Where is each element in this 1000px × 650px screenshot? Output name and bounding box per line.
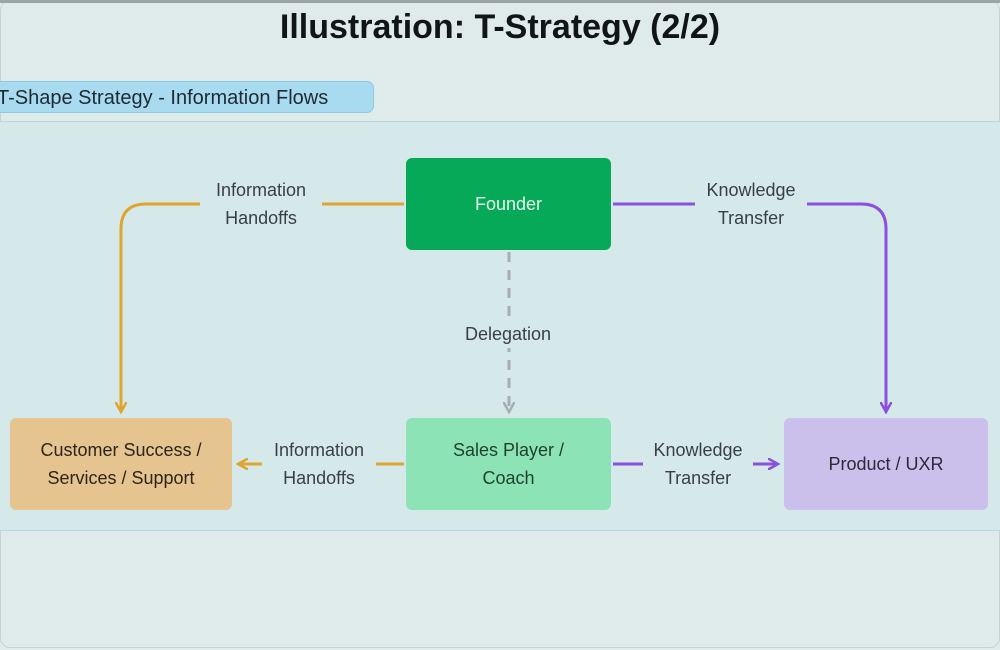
page-title: Illustration: T-Strategy (2/2) (279, 8, 721, 46)
node-founder-label: Founder (474, 194, 543, 214)
node-product-label: Product / UXR (828, 454, 944, 474)
node-customer-success[interactable]: Customer Success / Services / Support (10, 418, 232, 510)
label-knowledge-transfer-top: Knowledge Transfer (695, 176, 807, 232)
node-founder[interactable]: Founder (406, 158, 611, 250)
label-knowledge-transfer-bottom: Knowledge Transfer (643, 436, 753, 492)
arrow-founder-to-customer-success (121, 202, 404, 412)
node-customer-success-label: Customer Success / Services / Support (40, 440, 202, 488)
label-information-handoffs-top: Information Handoffs (200, 176, 322, 232)
arrow-founder-to-product (613, 202, 886, 412)
node-product-uxr[interactable]: Product / UXR (784, 418, 988, 510)
top-border (0, 0, 1000, 3)
label-delegation: Delegation (452, 320, 564, 348)
node-sales-label: Sales Player / Coach (452, 440, 565, 488)
section-tag[interactable]: T-Shape Strategy - Information Flows (0, 81, 374, 113)
label-information-handoffs-bottom: Information Handoffs (262, 436, 376, 492)
node-sales-player-coach[interactable]: Sales Player / Coach (406, 418, 611, 510)
